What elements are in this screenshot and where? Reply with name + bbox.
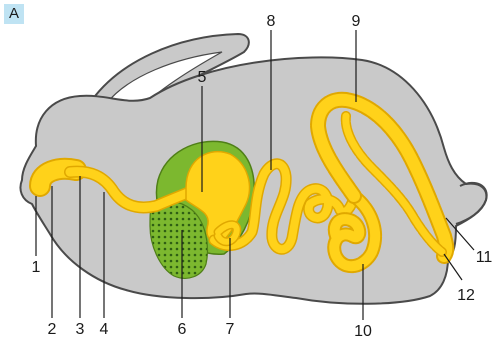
callout-12: 12: [457, 287, 475, 304]
callout-6: 6: [178, 321, 187, 338]
callout-3: 3: [76, 321, 85, 338]
callout-10: 10: [354, 323, 372, 339]
callout-4: 4: [100, 321, 109, 338]
callout-5: 5: [198, 69, 207, 86]
callout-8: 8: [267, 13, 276, 30]
callout-9: 9: [352, 13, 361, 30]
callout-1: 1: [32, 259, 41, 276]
callout-7: 7: [226, 321, 235, 338]
callout-11: 11: [476, 249, 493, 266]
callout-2: 2: [48, 321, 57, 338]
